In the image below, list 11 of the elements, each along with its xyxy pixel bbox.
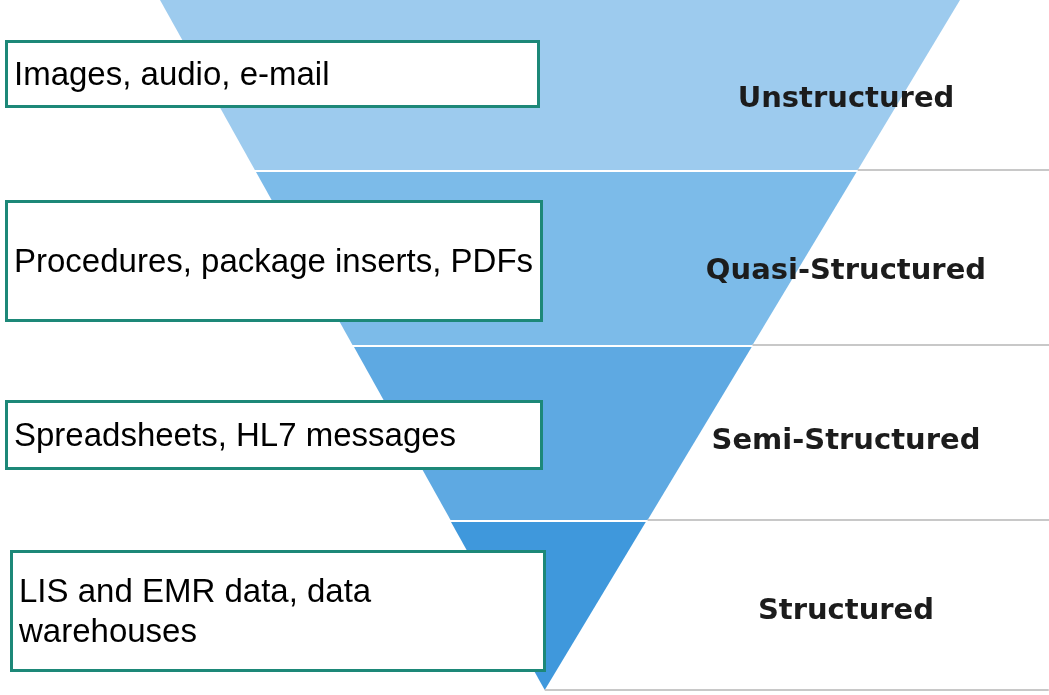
example-box: [10, 550, 546, 672]
example-box: [5, 40, 540, 108]
level-label: Semi-Structured: [711, 421, 981, 459]
example-text: Procedures, package inserts, PDFs: [14, 241, 534, 281]
example-box: [5, 400, 543, 470]
level-label: Structured: [757, 591, 935, 629]
example-text: LIS and EMR data, data warehouses: [19, 571, 373, 651]
example-text: Spreadsheets, HL7 messages: [14, 415, 458, 455]
example-box: [5, 200, 543, 322]
level-label: Unstructured: [737, 79, 955, 117]
example-text: Images, audio, e-mail: [14, 54, 331, 94]
